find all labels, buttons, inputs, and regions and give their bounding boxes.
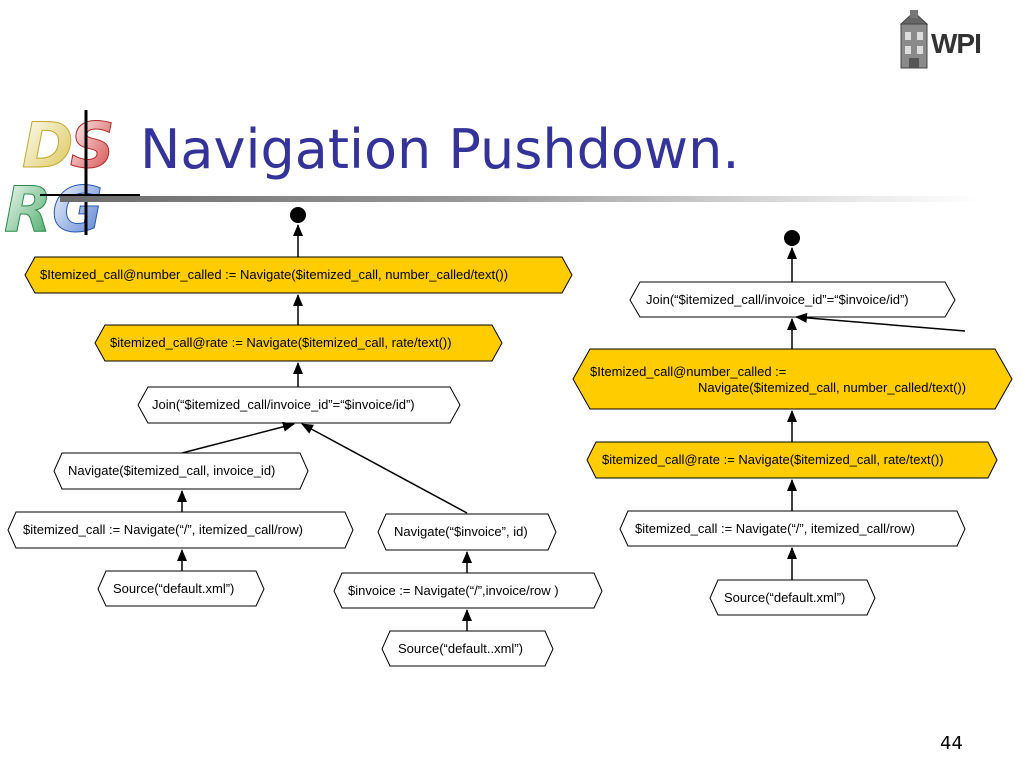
node-l3-shape xyxy=(137,386,461,424)
node-l1-label: $Itemized_call@number_called := Navigate… xyxy=(40,267,509,282)
node-l5-shape xyxy=(7,511,354,549)
node-l4-label: Navigate($itemized_call, invoice_id) xyxy=(68,463,276,478)
wpi-logo-text: WPI xyxy=(931,28,982,59)
node-l2-label: $itemized_call@rate := Navigate($itemize… xyxy=(110,335,452,350)
node-r2-label-line2: Navigate($itemized_call, number_called/t… xyxy=(698,380,967,395)
svg-text:S: S xyxy=(70,109,115,182)
node-l9-label: Source(“default..xml”) xyxy=(398,641,523,656)
svg-text:D: D xyxy=(22,109,73,182)
node-r3-label: $itemized_call@rate := Navigate($itemize… xyxy=(602,452,944,467)
node-r5-shape xyxy=(709,579,876,616)
wpi-building-icon xyxy=(899,10,929,69)
node-l6-shape xyxy=(97,570,265,607)
svg-text:G: G xyxy=(52,173,103,240)
left-root-dot xyxy=(290,207,306,223)
edge-n4-n3 xyxy=(181,421,295,454)
node-r2-label-line1: $Itemized_call@number_called := xyxy=(590,364,787,379)
right-root-dot xyxy=(784,230,800,246)
slide-title: Navigation Pushdown. xyxy=(140,118,740,181)
node-l7-label: Navigate(“$invoice”, id) xyxy=(394,524,528,539)
node-l3-label: Join(“$itemized_call/invoice_id”=“$invoi… xyxy=(152,397,415,412)
node-r5-label: Source(“default.xml”) xyxy=(724,590,846,605)
node-r1-label: Join(“$itemized_call/invoice_id”=“$invoi… xyxy=(646,292,909,307)
node-l8-shape xyxy=(333,572,603,609)
page-number: 44 xyxy=(940,733,963,754)
node-r4-shape xyxy=(619,510,966,547)
node-l2-shape xyxy=(94,324,503,362)
node-r4-label: $itemized_call := Navigate(“/”, itemized… xyxy=(635,521,915,536)
node-r2-shape xyxy=(572,348,1013,410)
node-l6-label: Source(“default.xml”) xyxy=(113,581,235,596)
node-r3-shape xyxy=(586,441,998,479)
svg-text:R: R xyxy=(4,173,52,240)
dsrg-logo: D S R G xyxy=(4,109,140,240)
node-l1-shape xyxy=(24,256,573,294)
node-l7-shape xyxy=(377,513,557,551)
node-l9-shape xyxy=(381,630,554,667)
node-l8-label: $invoice := Navigate(“/”,invoice/row ) xyxy=(348,583,559,598)
edge-invoice-r1 xyxy=(795,312,966,332)
edge-n7-n3 xyxy=(301,423,468,514)
title-underline xyxy=(60,196,980,202)
node-r1-shape xyxy=(629,281,956,318)
node-l5-label: $itemized_call := Navigate(“/”, itemized… xyxy=(23,522,303,537)
node-l4-shape xyxy=(53,452,309,490)
